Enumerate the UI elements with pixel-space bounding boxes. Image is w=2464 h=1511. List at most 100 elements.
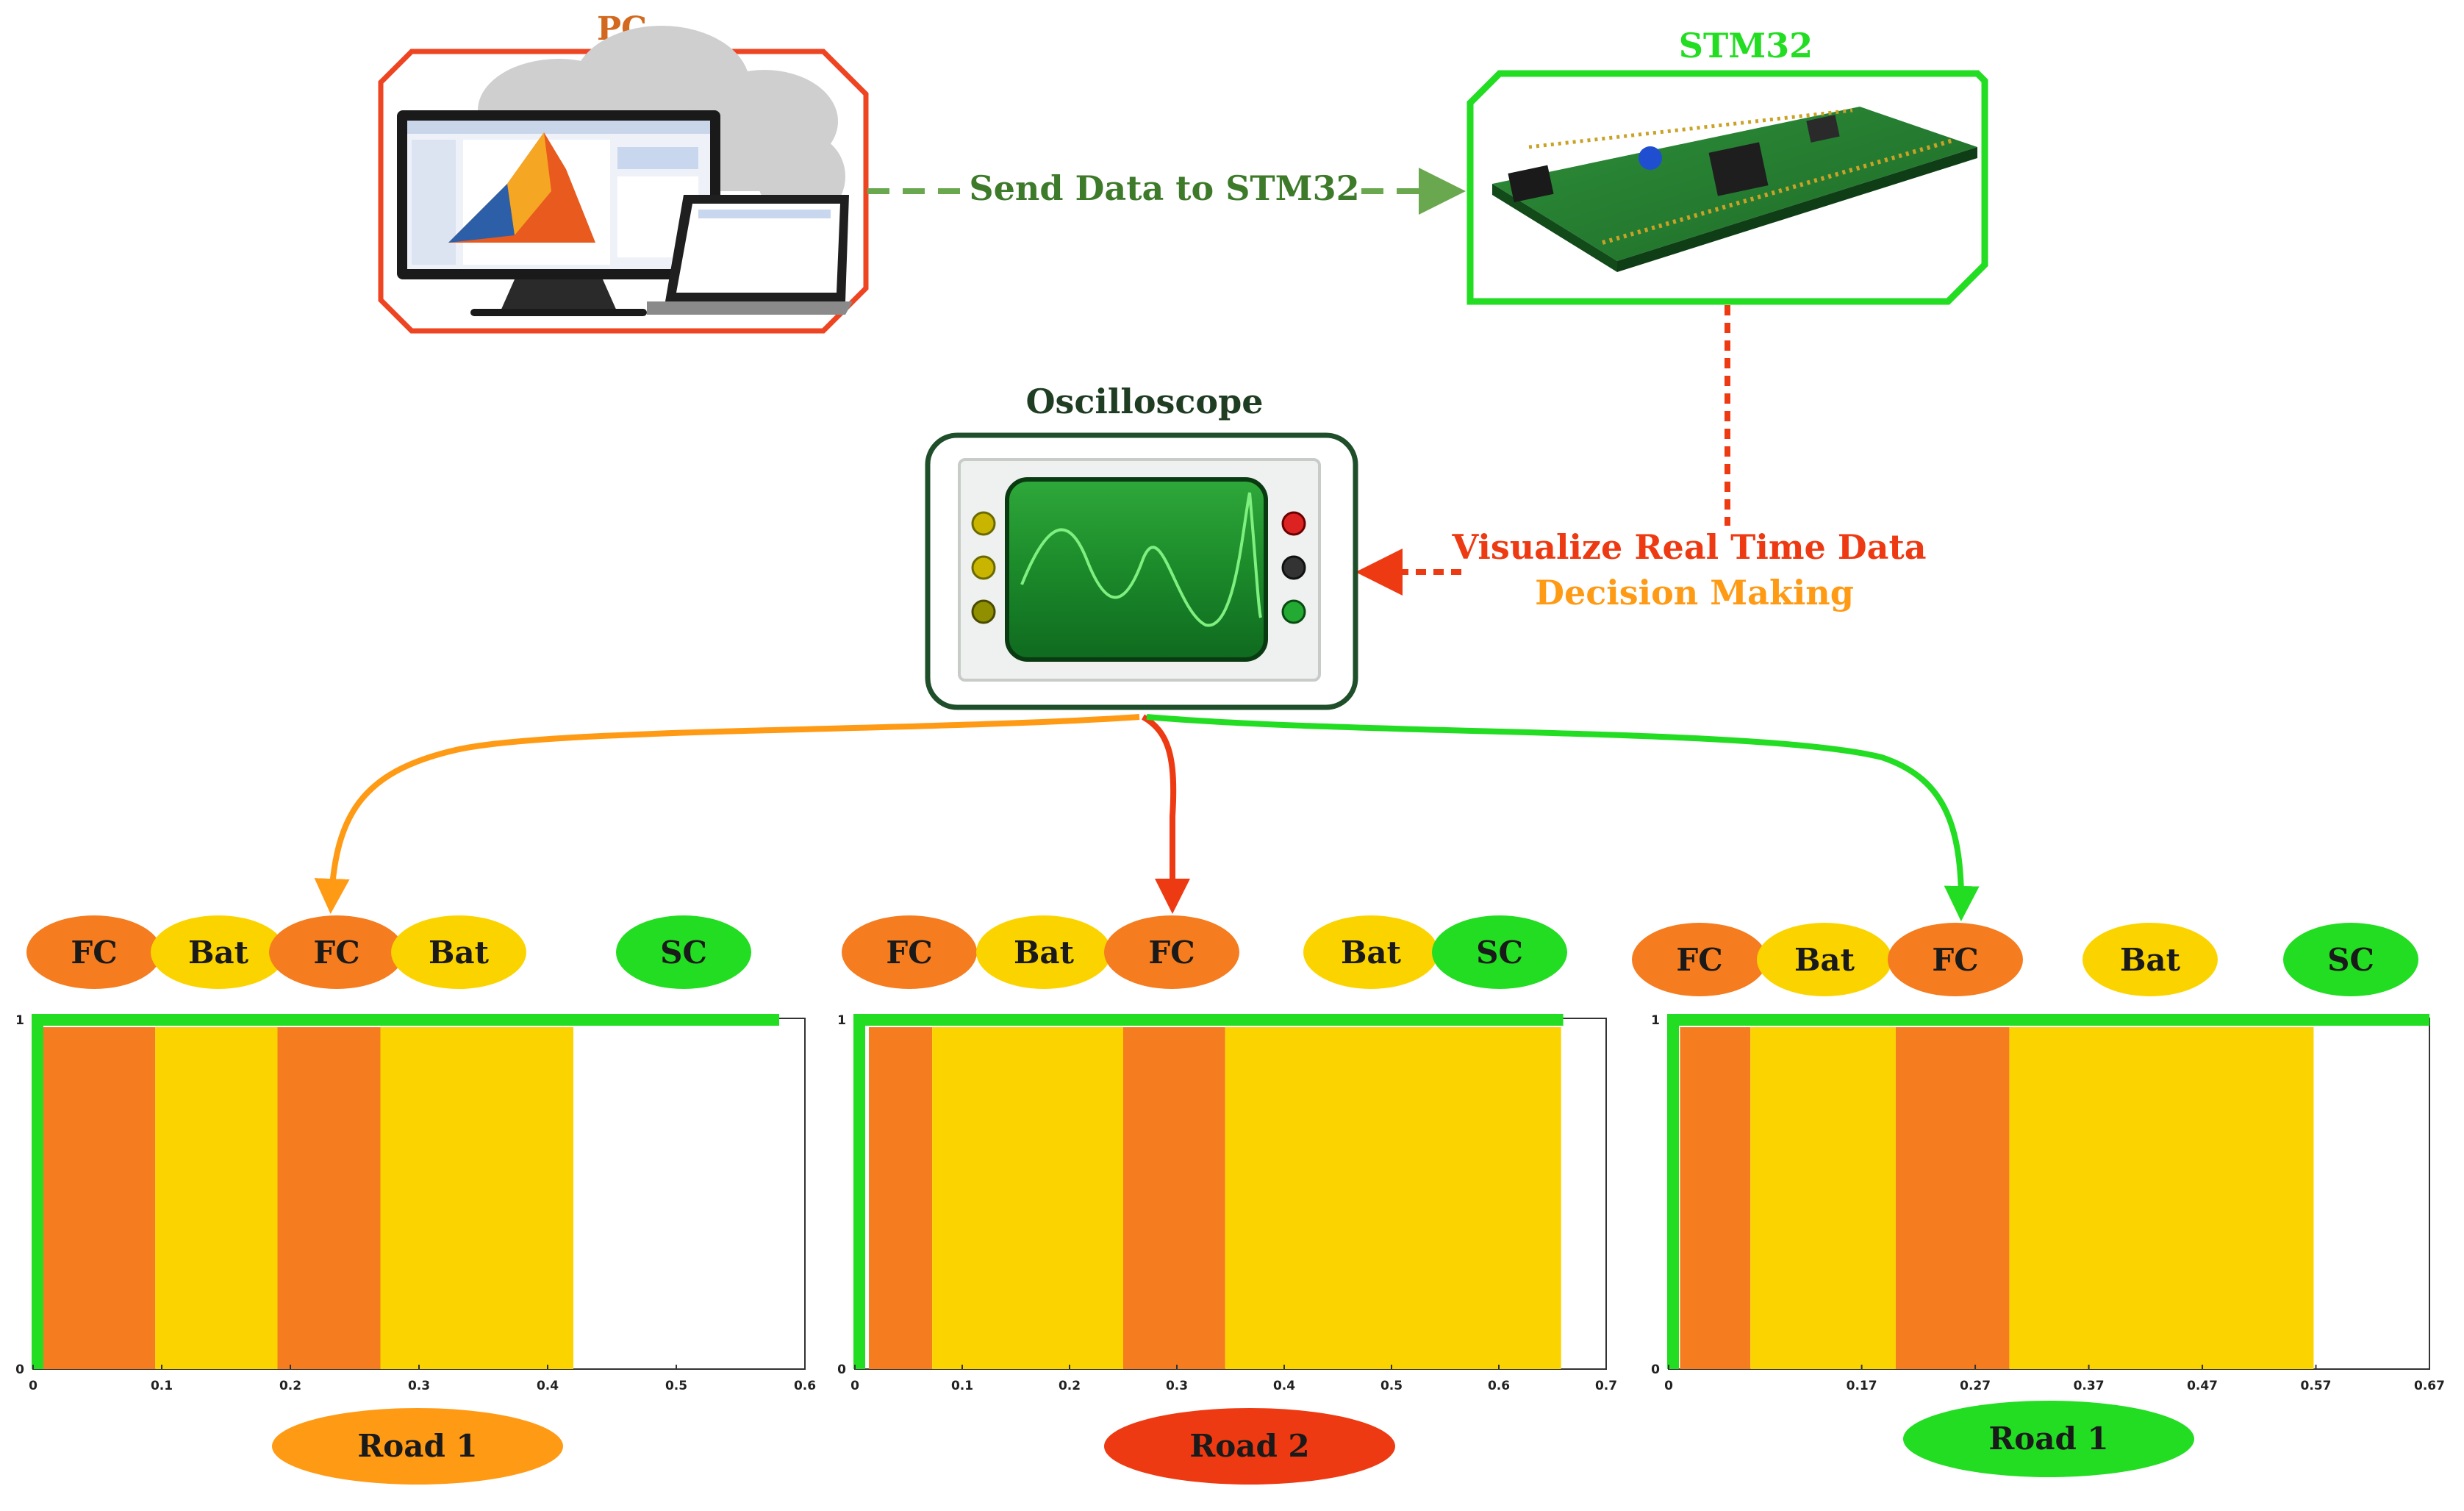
road-badge-shape (1104, 1408, 1395, 1485)
sc-line (1667, 1014, 2429, 1369)
x-tick-label: 0.6 (1488, 1379, 1510, 1393)
source-badge-shape (976, 915, 1111, 989)
y-tick-label: 0 (1651, 1362, 1660, 1377)
segment-bat (2009, 1027, 2314, 1369)
y-tick-label: 1 (15, 1013, 24, 1028)
x-tick-label: 0.4 (1273, 1379, 1295, 1393)
oscilloscope-icon (958, 458, 1321, 682)
x-tick-label: 0.4 (537, 1379, 559, 1393)
road-badge-shape (1903, 1401, 2194, 1477)
y-tick-label: 0 (837, 1362, 846, 1377)
send-data-arrow: Send Data to STM32 (867, 168, 1466, 215)
stm32-board-icon (1492, 107, 1977, 272)
source-badge-label: SC (2327, 942, 2374, 978)
segment-bat (155, 1027, 278, 1369)
source-badge-fc: FC (1888, 923, 2023, 996)
x-tick-label: 0.2 (279, 1379, 301, 1393)
source-badge-label: Bat (1014, 935, 1075, 971)
source-badge-label: Bat (429, 935, 490, 971)
segment-fc (1123, 1027, 1225, 1369)
y-tick-label: 0 (15, 1362, 24, 1377)
y-tick-label: 1 (1651, 1013, 1660, 1028)
source-badge-label: FC (313, 935, 359, 971)
source-badge-shape (2082, 923, 2218, 996)
visualize-label: Visualize Real Time Data (1451, 527, 1926, 567)
source-badge-label: SC (660, 935, 707, 971)
source-badge-shape (2283, 923, 2418, 996)
arrow-to-road-2 (1141, 714, 1190, 914)
source-badge-shape (1888, 923, 2023, 996)
source-badge-label: SC (1476, 935, 1523, 971)
oscilloscope-label: Oscilloscope (1025, 382, 1263, 421)
source-badge-label: FC (71, 935, 117, 971)
source-badge-bat: Bat (1757, 923, 1892, 996)
segment-bat (932, 1027, 1123, 1369)
segment-fc (42, 1027, 156, 1369)
arrow-to-road-1 (314, 714, 1140, 914)
source-badge-sc: SC (2283, 923, 2418, 996)
x-tick-label: 0 (1664, 1379, 1673, 1393)
x-tick-label: 0.1 (151, 1379, 173, 1393)
source-badge-shape (1757, 923, 1892, 996)
x-tick-label: 0.37 (2074, 1379, 2105, 1393)
source-badge-bat: Bat (391, 915, 526, 989)
segment-fc (1895, 1027, 2010, 1369)
send-data-label: Send Data to STM32 (969, 168, 1359, 208)
x-tick-label: 0.27 (1960, 1379, 1991, 1393)
source-badge-shape (269, 915, 404, 989)
segment-bat (1750, 1027, 1896, 1369)
road-badge-shape (272, 1408, 563, 1485)
segment-fc (1680, 1027, 1751, 1369)
pc-node: PC (378, 10, 869, 334)
source-badge-shape (1632, 923, 1767, 996)
source-badge-shape (1432, 915, 1567, 989)
x-tick-label: 0.2 (1059, 1379, 1081, 1393)
visualize-arrow: Visualize Real Time Data Decision Making (1355, 305, 1927, 612)
source-badge-label: FC (1676, 942, 1722, 978)
source-badge-shape (1303, 915, 1439, 989)
x-tick-label: 0 (29, 1379, 37, 1393)
source-badge-label: Bat (188, 935, 249, 971)
source-badge-label: Bat (2120, 942, 2181, 978)
source-badge-bat: Bat (976, 915, 1111, 989)
stm32-label: STM32 (1679, 26, 1813, 65)
source-badge-shape (842, 915, 977, 989)
laptop-icon (647, 195, 853, 315)
x-tick-label: 0.57 (2301, 1379, 2332, 1393)
source-badge-bat: Bat (2082, 923, 2218, 996)
source-badge-bat: Bat (1303, 915, 1439, 989)
road-badge-label: Road 1 (1988, 1421, 2108, 1457)
source-badge-fc: FC (1632, 923, 1767, 996)
x-tick-label: 0.67 (2414, 1379, 2445, 1393)
x-tick-label: 0.5 (665, 1379, 687, 1393)
x-tick-label: 0.47 (2187, 1379, 2218, 1393)
sc-line (853, 1014, 1564, 1369)
source-badge-shape (391, 915, 526, 989)
x-tick-label: 0.6 (794, 1379, 816, 1393)
road-badge: Road 1 (1903, 1401, 2194, 1477)
source-badge-fc: FC (26, 915, 162, 989)
source-badge-sc: SC (1432, 915, 1567, 989)
x-tick-label: 0.5 (1380, 1379, 1403, 1393)
source-badge-label: Bat (1341, 935, 1402, 971)
source-badge-bat: Bat (151, 915, 286, 989)
road-badge-label: Road 1 (357, 1428, 477, 1464)
segment-bat (1225, 1027, 1561, 1369)
x-tick-label: 0.3 (1166, 1379, 1188, 1393)
segment-fc (868, 1027, 933, 1369)
x-tick-label: 0.17 (1847, 1379, 1877, 1393)
source-badge-fc: FC (1104, 915, 1239, 989)
road-badge: Road 1 (272, 1408, 563, 1485)
x-tick-label: 0.1 (951, 1379, 973, 1393)
source-badge-shape (1104, 915, 1239, 989)
x-tick-label: 0.3 (408, 1379, 430, 1393)
monitor-icon (397, 110, 720, 316)
source-badge-sc: SC (616, 915, 751, 989)
source-badge-label: FC (1148, 935, 1195, 971)
oscilloscope-node: Oscilloscope (925, 382, 1358, 710)
x-tick-label: 0 (850, 1379, 859, 1393)
road-badge: Road 2 (1104, 1408, 1395, 1485)
